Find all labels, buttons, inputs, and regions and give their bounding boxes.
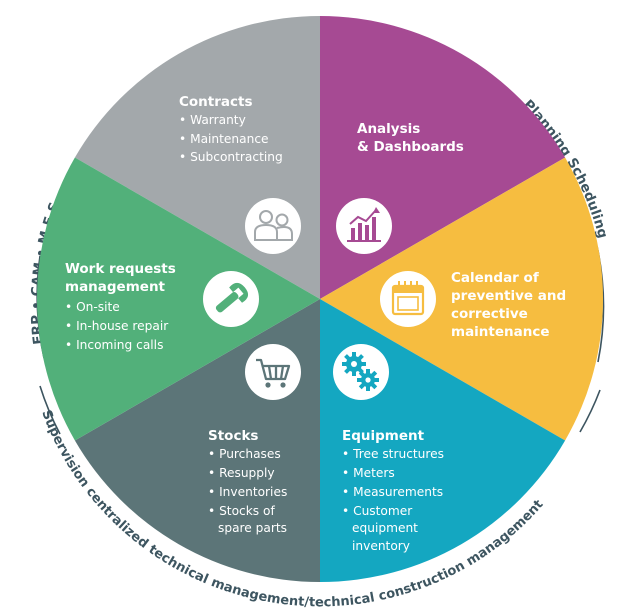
contracts-item: • Subcontracting: [179, 150, 283, 164]
equipment-item: • Meters: [342, 466, 395, 480]
calendar-title: corrective: [451, 306, 528, 322]
equipment-text: Equipment • Tree structures • Meters • M…: [342, 428, 444, 553]
calendar-title: maintenance: [451, 324, 550, 340]
equipment-title: Equipment: [342, 428, 425, 444]
calendar-text: Calendar of preventive and corrective ma…: [451, 270, 566, 340]
analysis-title: & Dashboards: [357, 139, 464, 155]
contracts-item: • Warranty: [179, 113, 246, 127]
work-requests-item: • On-site: [65, 300, 120, 314]
equipment-item: • Customer: [342, 504, 413, 518]
contracts-title: Contracts: [179, 94, 253, 110]
stocks-text: Stocks • Purchases • Resupply • Inventor…: [208, 428, 287, 535]
calendar-title: Calendar of: [451, 270, 539, 286]
work-requests-item: • In-house repair: [65, 319, 169, 333]
work-requests-title: management: [65, 279, 166, 295]
work-requests-text: Work requests management • On-site • In-…: [65, 261, 176, 352]
stocks-item: • Stocks of: [208, 504, 275, 518]
equipment-item: • Measurements: [342, 485, 443, 499]
contracts-item: • Maintenance: [179, 132, 269, 146]
calendar-icon: [380, 271, 436, 327]
stocks-item: • Inventories: [208, 485, 287, 499]
shopping-cart-icon: [245, 344, 301, 400]
segment-work-requests: [36, 157, 320, 441]
wheel: [36, 16, 604, 582]
bar-chart-icon: [336, 198, 392, 254]
stocks-item: • Resupply: [208, 466, 275, 480]
stocks-item: spare parts: [218, 521, 287, 535]
analysis-text: Analysis & Dashboards: [357, 121, 464, 155]
segment-calendar-maintenance: [320, 157, 604, 441]
people-icon: [245, 198, 301, 254]
analysis-title: Analysis: [357, 121, 420, 137]
calendar-title: preventive and: [451, 288, 566, 304]
equipment-item: inventory: [352, 539, 410, 553]
gears-icon: [333, 344, 389, 400]
stocks-item: • Purchases: [208, 447, 281, 461]
work-requests-item: • Incoming calls: [65, 338, 163, 352]
equipment-item: equipment: [352, 521, 418, 535]
stocks-title: Stocks: [208, 428, 258, 444]
wrench-icon: [203, 271, 259, 327]
equipment-item: • Tree structures: [342, 447, 444, 461]
contracts-text: Contracts • Warranty • Maintenance • Sub…: [179, 94, 283, 164]
work-requests-title: Work requests: [65, 261, 176, 277]
